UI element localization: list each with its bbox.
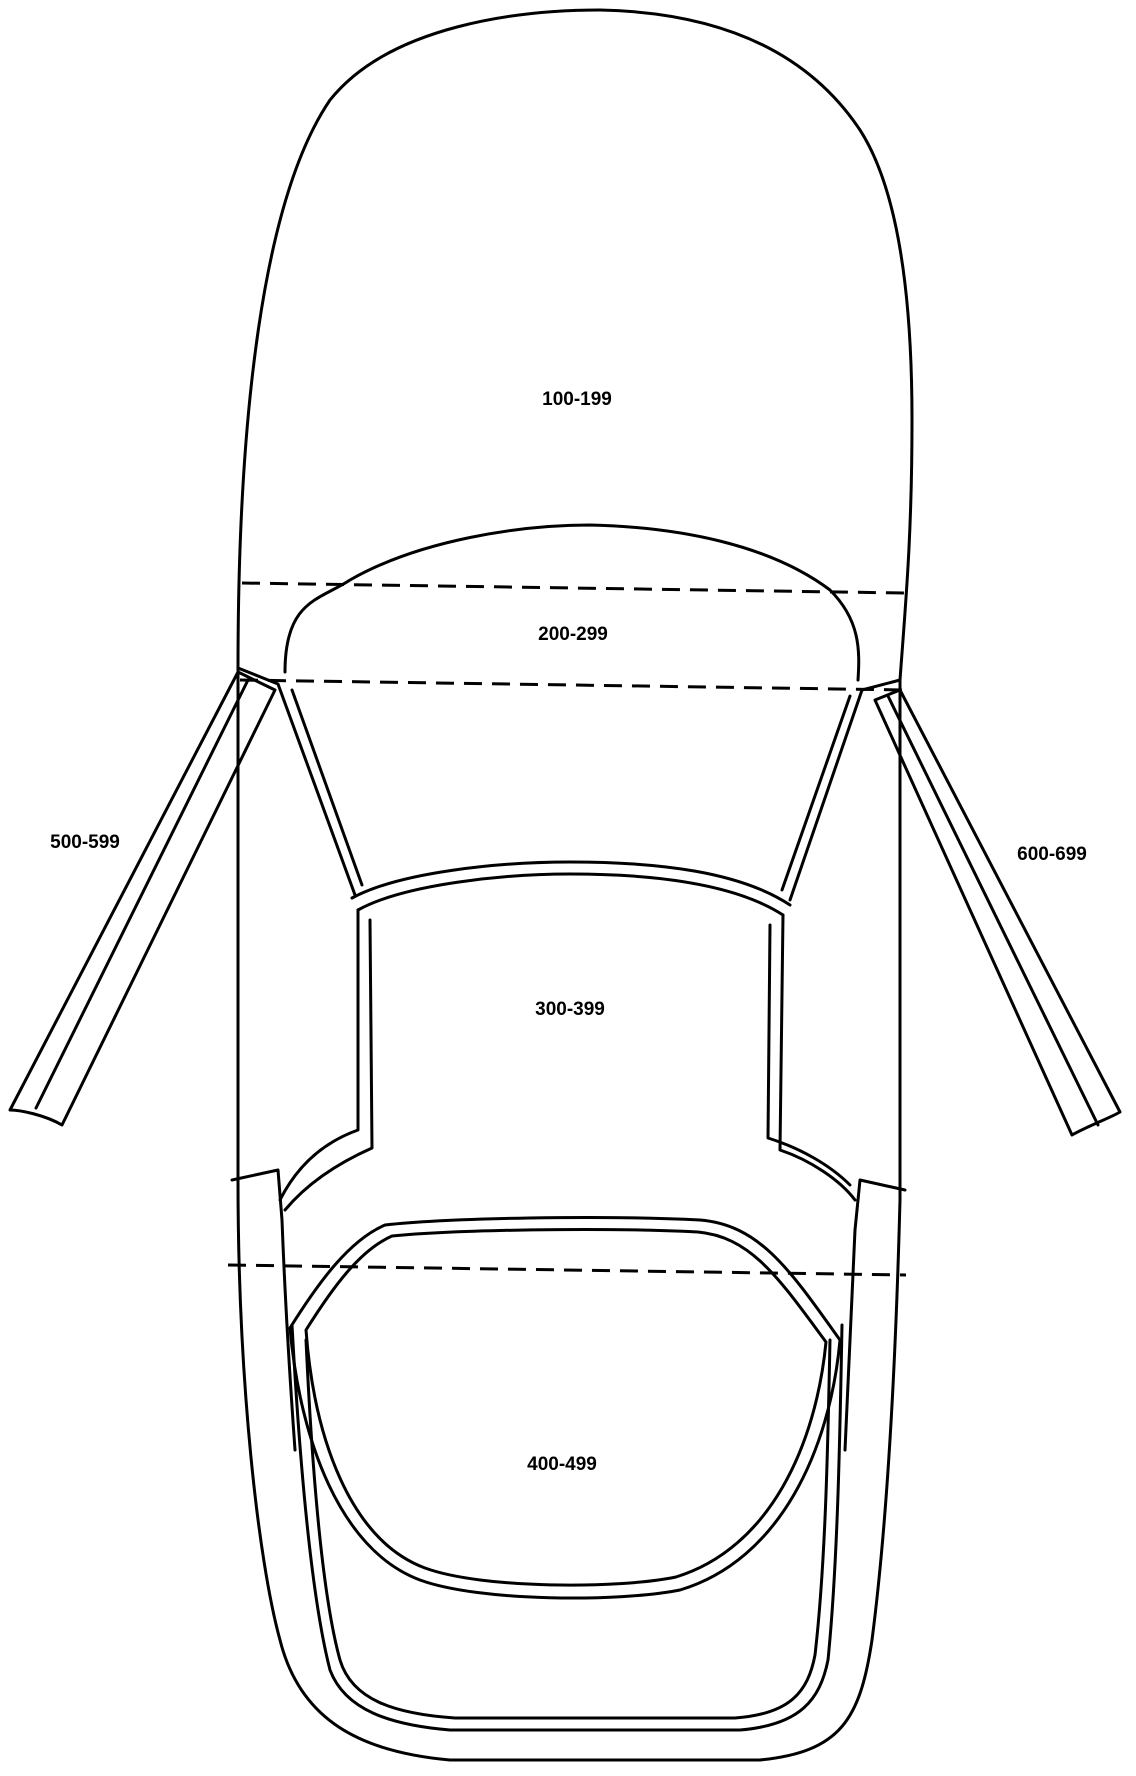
zone-label-windshield: 200-299	[538, 624, 608, 645]
divider-hood-windshield	[241, 581, 905, 595]
rear-deck-outline	[290, 1323, 844, 1732]
cabin-left-side	[278, 908, 360, 1202]
zone-label-right-door: 600-699	[1017, 844, 1087, 865]
right-door	[873, 688, 1122, 1137]
body-left-side	[236, 666, 902, 1762]
rear-left-fender	[230, 1168, 297, 1452]
windshield-outline	[283, 523, 861, 682]
rear-deck-outline-inner	[304, 1338, 832, 1720]
cabin-right-side-outer	[766, 923, 852, 1187]
left-door-inner	[34, 678, 250, 1110]
divider-cabin-rear	[227, 1263, 907, 1277]
rear-right-fender	[843, 1178, 907, 1452]
cabin-front-frame	[350, 860, 792, 907]
zone-label-rear: 400-499	[527, 1454, 597, 1475]
rear-seat-outline-inner	[304, 1227, 828, 1587]
rear-seat-outline	[288, 1216, 842, 1600]
cabin-right-side	[778, 913, 857, 1202]
zone-label-left-door: 500-599	[50, 832, 120, 853]
right-a-pillar-inner	[780, 694, 852, 892]
divider-windshield-cabin	[239, 678, 907, 692]
left-a-pillar	[236, 666, 357, 897]
zone-label-hood: 100-199	[542, 389, 612, 410]
cabin-left-side-outer	[283, 918, 374, 1212]
body-front-outline	[236, 8, 914, 682]
left-a-pillar-inner	[290, 688, 364, 887]
cabin-front-frame-inner	[356, 872, 785, 917]
zone-label-cabin: 300-399	[535, 999, 605, 1020]
left-door	[8, 670, 277, 1127]
right-door-inner	[886, 694, 1100, 1127]
